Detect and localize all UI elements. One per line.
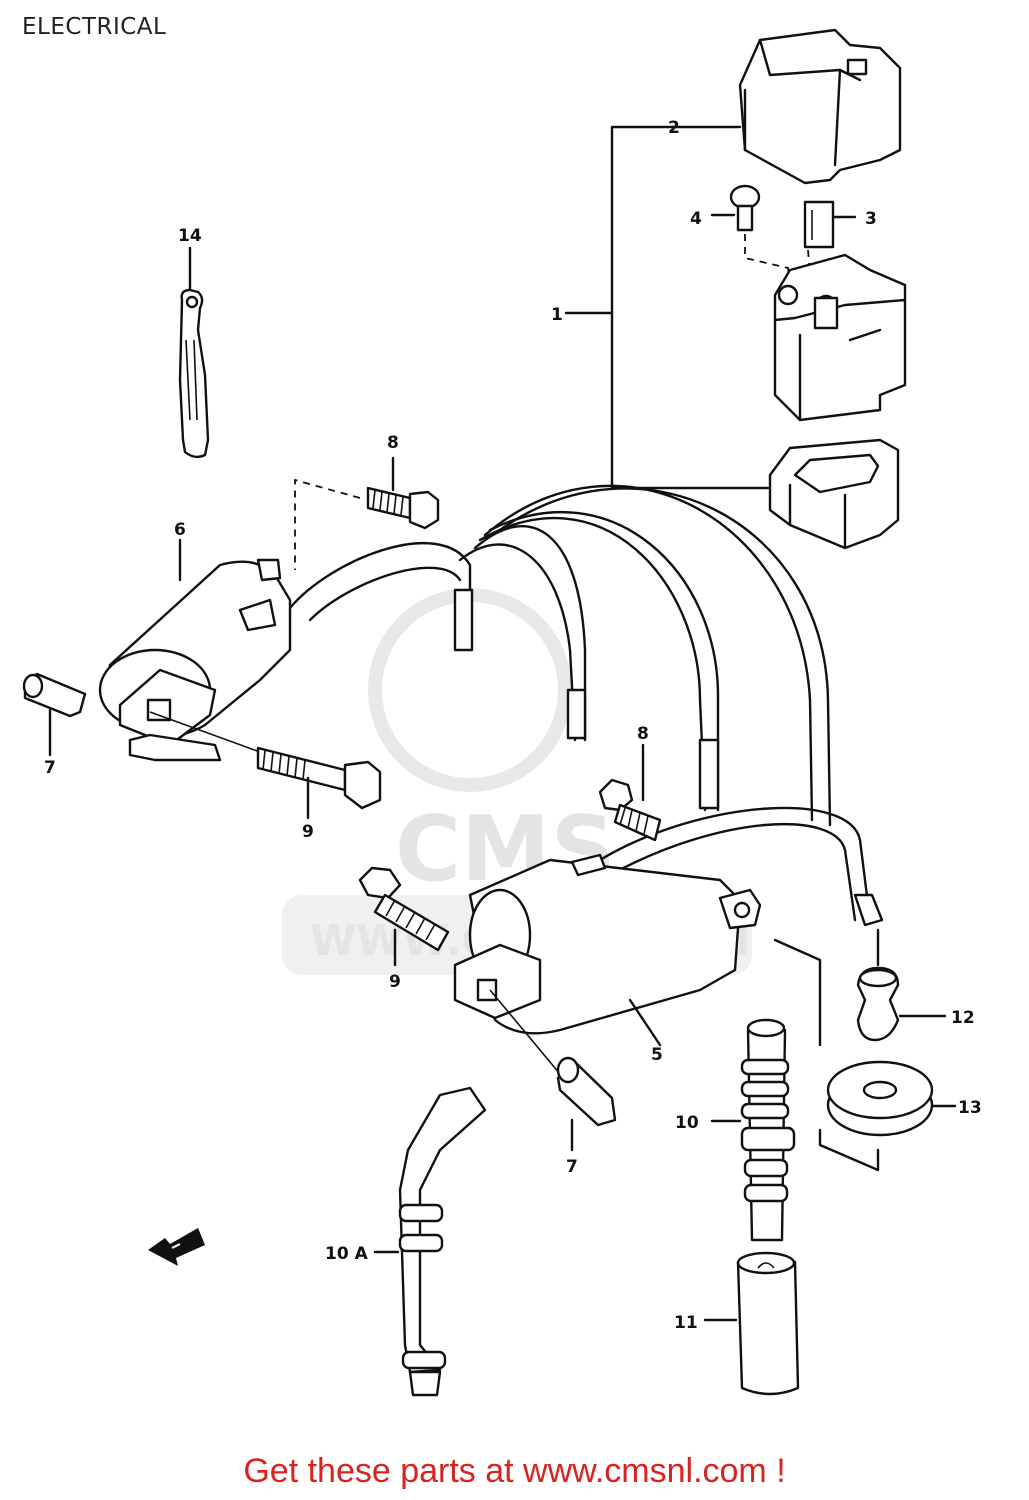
- callout-7-right: 7: [566, 1157, 578, 1177]
- page-title: ELECTRICAL: [22, 14, 167, 40]
- ignition-coil-part-6: [98, 538, 292, 762]
- forward-arrow-icon: [148, 1228, 205, 1266]
- bolt-part-9-left: [149, 711, 382, 820]
- callout-13: 13: [958, 1098, 982, 1118]
- callout-5: 5: [651, 1045, 663, 1065]
- bolt-part-8-right: [598, 743, 662, 842]
- ignition-coil-part-5: [453, 853, 762, 1047]
- callout-2: 2: [668, 118, 680, 138]
- bolt-part-9-right: [358, 866, 450, 967]
- battery-band: [178, 246, 210, 459]
- sleeve-part-7-left: [22, 672, 87, 757]
- screw-part-4: [710, 184, 811, 291]
- ignition-leads: [288, 484, 884, 927]
- plug-cap-part-10a: [373, 1086, 487, 1397]
- callout-8-right: 8: [637, 724, 649, 744]
- footer-link[interactable]: Get these parts at www.cmsnl.com !: [243, 1452, 786, 1490]
- callout-12: 12: [951, 1008, 975, 1028]
- callout-3: 3: [865, 209, 877, 229]
- callout-6: 6: [174, 520, 186, 540]
- callout-10a: 10 A: [325, 1244, 369, 1264]
- relay-cover: [738, 28, 902, 185]
- plug-cap-part-10: [710, 1018, 796, 1242]
- washer-part-13: [826, 1060, 957, 1137]
- starter-relay: [773, 253, 907, 422]
- boot-part-11: [703, 1251, 800, 1396]
- callout-8-top: 8: [387, 433, 399, 453]
- bracket-part-12-13: [773, 928, 880, 1172]
- callout-11: 11: [674, 1313, 698, 1333]
- callout-7-left: 7: [44, 758, 56, 778]
- callout-4: 4: [690, 209, 702, 229]
- callout-10: 10: [675, 1113, 699, 1133]
- callout-9-left: 9: [302, 822, 314, 842]
- sleeve-part-7-right: [489, 989, 617, 1152]
- bracket-part-1: [564, 125, 772, 490]
- fuse: [803, 200, 857, 249]
- callout-9-right: 9: [389, 972, 401, 992]
- callout-1: 1: [551, 305, 563, 325]
- callout-14: 14: [178, 226, 202, 246]
- relay-boot: [768, 438, 900, 550]
- bolt-part-8-top: [294, 456, 440, 570]
- grommet-part-12: [856, 966, 947, 1042]
